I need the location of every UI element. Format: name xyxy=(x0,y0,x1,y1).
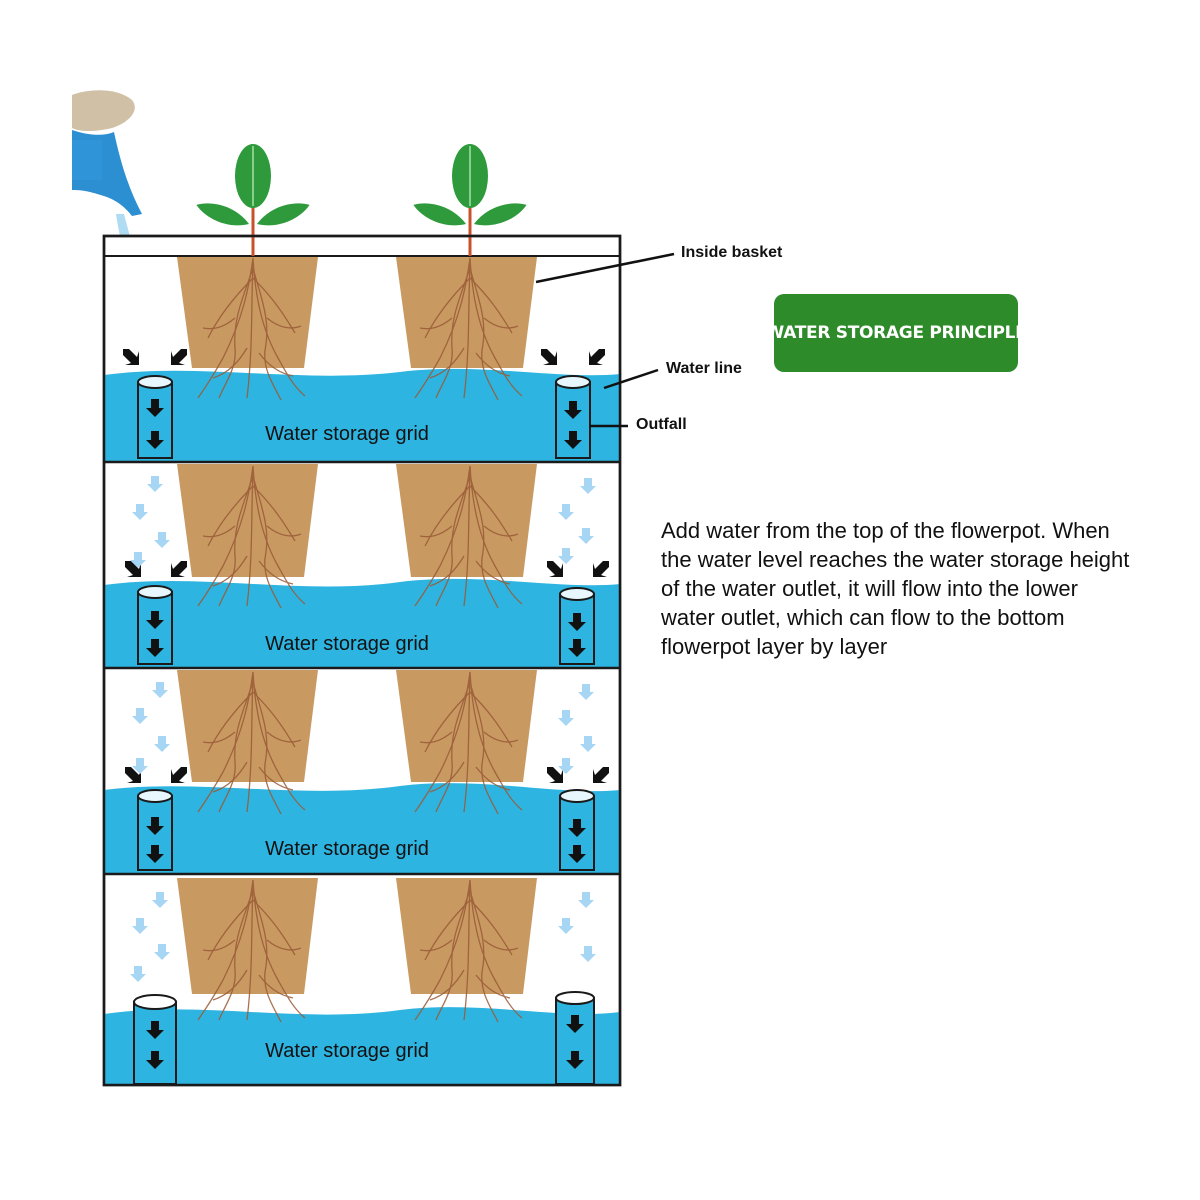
flowerpot xyxy=(177,670,318,782)
flowerpot xyxy=(177,257,318,368)
water-area xyxy=(104,1007,620,1084)
water-area xyxy=(104,368,620,462)
flowerpot xyxy=(177,878,318,994)
layer-4 xyxy=(104,878,620,1085)
inside-basket-label: Inside basket xyxy=(681,244,783,261)
pipe-outlet-icon xyxy=(133,994,177,1085)
callout-lines xyxy=(535,252,675,428)
flowerpot xyxy=(177,464,318,577)
layer-3 xyxy=(104,670,620,876)
outfall-label: Outfall xyxy=(636,416,687,433)
grid-label-2: Water storage grid xyxy=(265,633,429,655)
grid-label-1: Water storage grid xyxy=(265,423,429,445)
flowerpot xyxy=(396,670,537,782)
flowerpot xyxy=(396,464,537,577)
flowerpot xyxy=(396,257,537,368)
pipe-outlet-icon xyxy=(555,991,595,1085)
seedling-icon xyxy=(410,144,530,256)
grid-label-4: Water storage grid xyxy=(265,1040,429,1062)
badge-title: WATER STORAGE PRINCIPLE xyxy=(765,323,1027,343)
water-storage-principle-badge: WATER STORAGE PRINCIPLE xyxy=(766,294,1027,372)
water-area xyxy=(104,783,620,874)
grid-label-3: Water storage grid xyxy=(265,838,429,860)
layer-2 xyxy=(104,464,620,670)
water-line-label: Water line xyxy=(666,360,742,377)
seedling-icon xyxy=(193,144,313,256)
pipe-outlet-icon xyxy=(555,375,591,459)
water-area xyxy=(104,578,620,668)
principle-description: Add water from the top of the flowerpot.… xyxy=(661,518,1130,659)
flowerpot xyxy=(396,878,537,994)
layer-1 xyxy=(104,257,620,464)
